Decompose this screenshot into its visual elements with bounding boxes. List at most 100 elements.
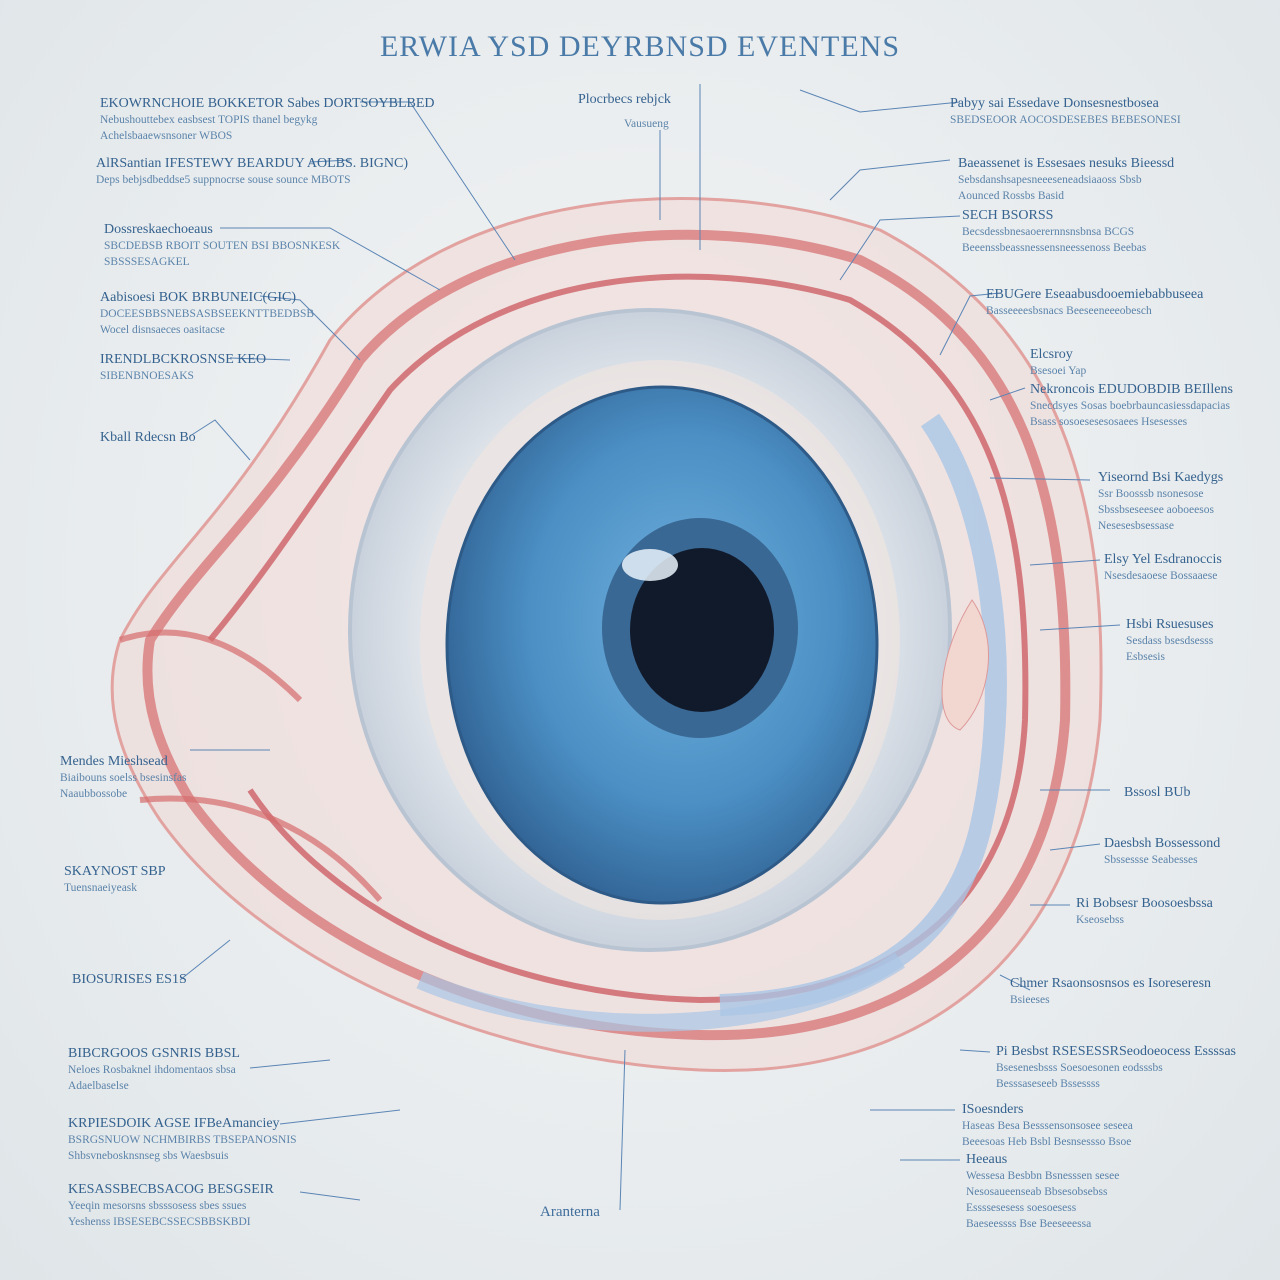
- right-label: Bssosl BUb: [1124, 785, 1191, 801]
- label-line: EKOWRNCHOIE BOKKETOR Sabes DORTSOYBLBED: [100, 96, 435, 111]
- label-line: Baeassenet is Essesaes nesuks Bieessd: [958, 156, 1175, 171]
- bottom-label: Aranterna: [540, 1204, 600, 1220]
- diagram-title: ERWIA YSD DEYRBNSD EVENTENS: [379, 30, 901, 63]
- label-line: Aabisoesi BOK BRBUNEIC(GIC): [100, 290, 296, 305]
- label-line: Nsesdesaoese Bossaaese: [1104, 570, 1218, 582]
- label-line: KRPIESDOIK AGSE IFBeAmanciey: [68, 1116, 280, 1131]
- label-line: Adaelbaselse: [68, 1080, 129, 1092]
- label-line: KESASSBECBSACOG BESGSEIR: [68, 1182, 274, 1197]
- label-line: Biaibouns soelss bsesinsfas: [60, 772, 187, 784]
- label-line: Shbsvnebosknsnseg sbs Waesbsuis: [68, 1150, 229, 1162]
- left-label: BIOSURISES ES1S: [72, 972, 187, 988]
- label-line: Haseas Besa Besssensonsosee seseea: [962, 1120, 1133, 1132]
- label-line: Wocel disnsaeces oasitacse: [100, 324, 225, 336]
- left-label: Kball Rdecsn Bo: [100, 430, 196, 446]
- label-line: SKAYNOST SBP: [64, 864, 166, 879]
- leader-lines: [179, 84, 1121, 1211]
- label-line: Nesosaueenseab Bbsesobsebss: [966, 1186, 1108, 1198]
- label-line: Chmer Rsaonsosnsos es Isoreseresn: [1010, 976, 1212, 991]
- label-line: SBSSSESAGKEL: [104, 256, 190, 268]
- label-line: Elcsroy: [1030, 347, 1073, 362]
- label-line: Kball Rdecsn Bo: [100, 430, 196, 445]
- label-line: Achelsbaaewsnsoner WBOS: [100, 130, 233, 142]
- label-line: Yiseornd Bsi Kaedygs: [1098, 470, 1224, 485]
- label-line: Vausueng: [624, 118, 669, 130]
- label-line: BSRGSNUOW NCHMBIRBS TBSEPANOSNIS: [68, 1134, 297, 1146]
- label-line: Nebushouttebex easbsest TOPIS thanel beg…: [100, 114, 318, 126]
- top-label: Plocrbecs rebjck Vausueng: [578, 92, 671, 132]
- label-line: DOCEESBBSNEBSASBSEEKNTTBEDBSB: [100, 308, 315, 320]
- label-line: Pabyy sai Essedave Donsesnestbosea: [950, 96, 1159, 111]
- label-line: Nesesesbsessase: [1098, 520, 1175, 532]
- label-line: Pi Besbst RSESESSRSeodoeocess Essssas: [996, 1044, 1236, 1059]
- label-line: Basseeeesbsnacs Beeseeneeeobesch: [986, 305, 1152, 317]
- label-line: SBEDSEOOR AOCOSDESEBES BEBESONESI: [950, 114, 1181, 126]
- label-line: Tuensnaeiyeask: [64, 882, 138, 894]
- left-label: SKAYNOST SBP Tuensnaeiyeask: [64, 864, 166, 896]
- label-line: Bsieeses: [1010, 994, 1050, 1006]
- label-line: Bsesoei Yap: [1030, 365, 1087, 377]
- label-line: Esbsesis: [1126, 651, 1165, 663]
- label-line: Baeseessss Bse Beeseeessa: [966, 1218, 1092, 1230]
- label-line: Daesbsh Bossessond: [1104, 836, 1221, 851]
- label-line: ISoesnders: [962, 1102, 1024, 1117]
- left-label: BIBCRGOOS GSNRIS BBSL Neloes Rosbaknel ih…: [68, 1046, 240, 1094]
- label-line: Plocrbecs rebjck: [578, 92, 671, 107]
- label-line: Bsass sosoesesesosaees Hsesesses: [1030, 416, 1188, 428]
- label-line: Ri Bobsesr Boosoesbssa: [1076, 896, 1213, 911]
- label-line: Bssosl BUb: [1124, 785, 1191, 800]
- left-label: Aabisoesi BOK BRBUNEIC(GIC) DOCEESBBSNEBS…: [100, 290, 314, 338]
- label-line: Wessesa Besbbn Bsnesssen sesee: [966, 1170, 1120, 1182]
- left-label: AlRSantian IFESTEWY BEARDUY AOLBS. BIGNC…: [96, 156, 408, 188]
- label-line: Yeshenss IBSESEBCSSECSBBSKBDI: [68, 1216, 251, 1228]
- label-line: Sbssbseseesee aoboeesos: [1098, 504, 1214, 516]
- left-label: EKOWRNCHOIE BOKKETOR Sabes DORTSOYBLBED N…: [100, 96, 435, 144]
- label-line: Nekroncois EDUDOBDIB BEIllens: [1030, 382, 1233, 397]
- left-label: IRENDLBCKROSNSE KEO SIBENBNOESAKS: [100, 352, 266, 384]
- label-line: Sebsdanshsapesneeeseneadsiaaoss Sbsb: [958, 174, 1142, 186]
- label-line: Sesdass bsesdsesss: [1126, 635, 1214, 647]
- label-line: BIBCRGOOS GSNRIS BBSL: [68, 1046, 240, 1061]
- label-line: EBUGere Eseaabusdooemiebabbuseea: [986, 287, 1204, 302]
- label-line: Besssaseseeb Bssessss: [996, 1078, 1100, 1090]
- label-line: IRENDLBCKROSNSE KEO: [100, 352, 267, 367]
- highlight: [622, 549, 678, 581]
- label-line: Elsy Yel Esdranoccis: [1104, 552, 1222, 567]
- label-line: Snecdsyes Sosas boebrbauncasiessdapacias: [1030, 400, 1230, 412]
- label-line: Aounced Rossbs Basid: [958, 190, 1065, 202]
- label-line: SIBENBNOESAKS: [100, 370, 194, 382]
- label-line: Yeeqin mesorsns sbsssosess sbes ssues: [68, 1200, 247, 1212]
- label-line: Kseosebss: [1076, 914, 1124, 926]
- label-line: Hsbi Rsuesuses: [1126, 617, 1214, 632]
- label-line: Bsesenesbsss Soesoesonen eodsssbs: [996, 1062, 1163, 1074]
- label-line: Beeenssbeassnessensneessenoss Beebas: [962, 242, 1147, 254]
- label-line: Dossreskaechoeaus: [104, 222, 213, 237]
- label-line: Mendes Mieshsead: [60, 754, 168, 769]
- label-line: Heeaus: [966, 1152, 1008, 1167]
- label-line: Ssr Boosssb nsonesose: [1098, 488, 1204, 500]
- label-line: Essssesesess soesoesess: [966, 1202, 1077, 1214]
- label-line: Deps bebjsdbeddse5 suppnocrse souse soun…: [96, 174, 351, 186]
- label-line: Neloes Rosbaknel ihdomentaos sbsa: [68, 1064, 236, 1076]
- label-line: Beeesoas Heb Bsbl Besnsessso Bsoe: [962, 1136, 1132, 1148]
- label-line: SECH BSORSS: [962, 208, 1054, 223]
- label-line: Sbssessse Seabesses: [1104, 854, 1198, 866]
- label-line: SBCDEBSB RBOIT SOUTEN BSI BBOSNKESK: [104, 240, 341, 252]
